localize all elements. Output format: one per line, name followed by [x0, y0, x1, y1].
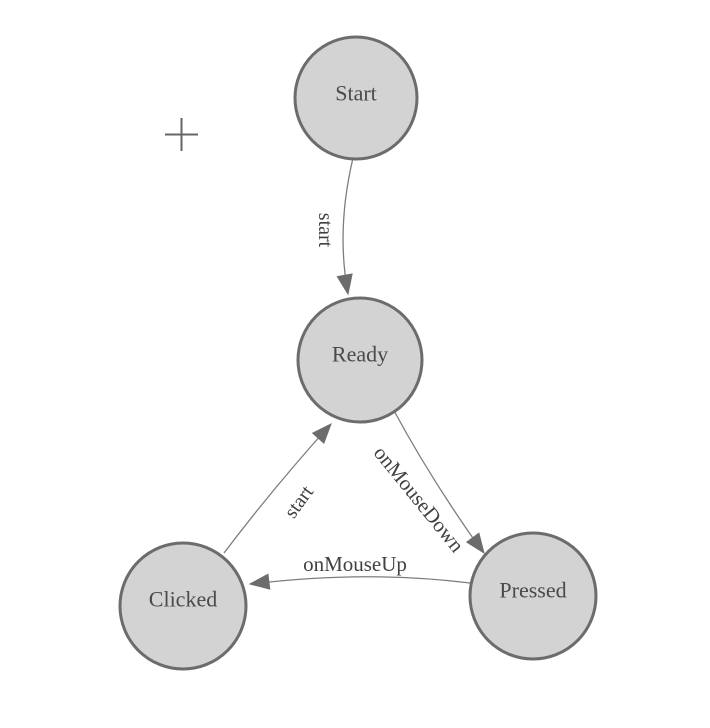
node-start-circle[interactable]	[293, 35, 419, 161]
edge-start-to-ready[interactable]: start	[314, 157, 355, 296]
arrowhead-icon	[336, 273, 353, 296]
node-ready[interactable]: Ready	[296, 296, 424, 424]
edge-clicked-to-ready[interactable]: start	[223, 419, 337, 554]
node-clicked[interactable]: Clicked	[118, 541, 248, 671]
crosshair-marker	[165, 118, 198, 151]
edge-label-onmousedown: onMouseDown	[369, 441, 469, 557]
edge-label-onmouseup: onMouseUp	[303, 552, 407, 576]
node-clicked-label: Clicked	[149, 587, 217, 612]
node-ready-circle[interactable]	[296, 296, 424, 424]
edge-line[interactable]	[342, 157, 354, 294]
node-pressed[interactable]: Pressed	[468, 531, 598, 661]
node-start-label: Start	[335, 81, 377, 106]
edge-label-start-1: start	[314, 213, 336, 248]
edge-pressed-to-clicked[interactable]: onMouseUp	[248, 552, 471, 591]
edge-line[interactable]	[391, 406, 483, 552]
node-clicked-circle[interactable]	[118, 541, 248, 671]
arrowhead-icon	[248, 573, 271, 590]
node-pressed-circle[interactable]	[468, 531, 598, 661]
edge-line[interactable]	[251, 576, 471, 585]
edge-label-start-2: start	[280, 481, 318, 522]
arrowhead-icon	[465, 532, 485, 555]
node-start[interactable]: Start	[293, 35, 419, 161]
node-pressed-label: Pressed	[499, 578, 566, 603]
edge-line[interactable]	[223, 425, 330, 554]
edge-ready-to-pressed[interactable]: onMouseDown	[369, 406, 490, 557]
node-ready-label: Ready	[332, 342, 388, 367]
arrowhead-icon	[311, 422, 332, 445]
